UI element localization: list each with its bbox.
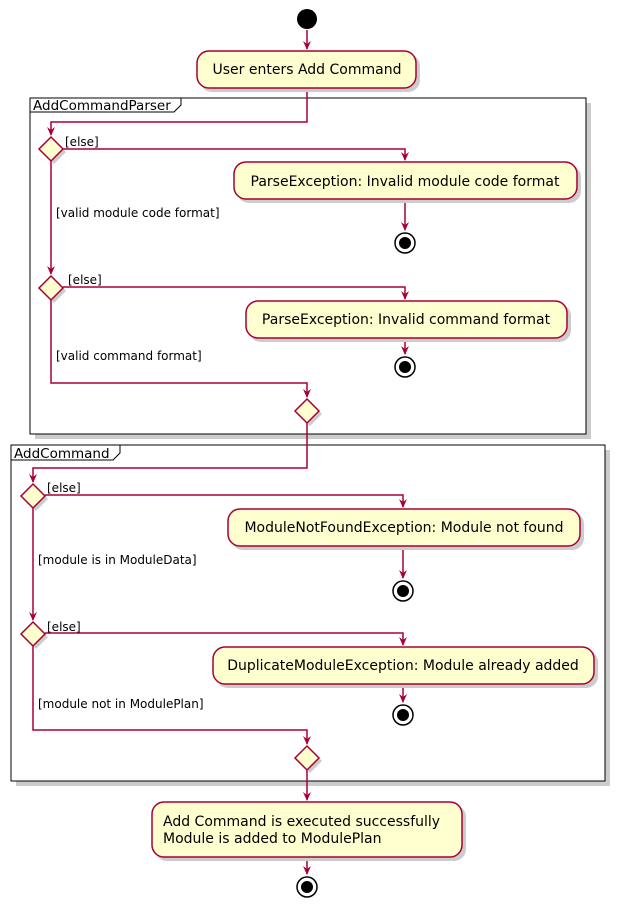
action-duplicate-module-label: DuplicateModuleException: Module already…	[227, 658, 579, 674]
guard-valid-command: [valid command format]	[56, 349, 202, 363]
decision-module-exists	[19, 482, 48, 511]
action-parse-module-error-label: ParseException: Invalid module code form…	[251, 174, 560, 190]
frame-title-add-command: AddCommand	[14, 446, 110, 462]
guard-else-3: [else]	[47, 481, 81, 495]
end-node	[296, 876, 318, 898]
stop-node	[392, 580, 414, 602]
action-success-line-1: Add Command is executed successfully	[163, 814, 440, 830]
guard-valid-module: [valid module code format]	[56, 206, 220, 220]
action-success-line-2: Module is added to ModulePlan	[163, 831, 382, 847]
guard-not-in-plan: [module not in ModulePlan]	[38, 697, 204, 711]
stop-node	[394, 232, 416, 254]
guard-else-2: [else]	[68, 273, 102, 287]
action-module-not-found-label: ModuleNotFoundException: Module not foun…	[244, 520, 563, 536]
merge-parser	[293, 397, 322, 426]
action-parse-command-error-label: ParseException: Invalid command format	[262, 312, 551, 328]
decision-module-format	[37, 135, 66, 164]
start-node	[297, 9, 317, 29]
frame-add-command: AddCommand	[10, 444, 610, 786]
stop-node	[394, 356, 416, 378]
decision-command-format	[37, 274, 66, 303]
merge-command	[293, 744, 322, 773]
action-parse-module-error: ParseException: Invalid module code form…	[233, 161, 581, 203]
action-parse-command-error: ParseException: Invalid command format	[245, 300, 571, 342]
guard-in-module-data: [module is in ModuleData]	[38, 553, 197, 567]
action-enter-add-command-label: User enters Add Command	[213, 62, 402, 78]
stop-node	[392, 704, 414, 726]
edges	[29, 30, 409, 875]
decision-module-in-plan	[19, 620, 48, 649]
guard-else-4: [else]	[47, 620, 81, 634]
guard-else-1: [else]	[65, 135, 99, 149]
action-duplicate-module: DuplicateModuleException: Module already…	[212, 646, 598, 688]
action-enter-add-command: User enters Add Command	[196, 50, 420, 92]
frame-title-add-command-parser: AddCommandParser	[33, 98, 171, 114]
action-module-not-found: ModuleNotFoundException: Module not foun…	[227, 508, 584, 550]
action-success: Add Command is executed successfully Mod…	[151, 801, 466, 861]
